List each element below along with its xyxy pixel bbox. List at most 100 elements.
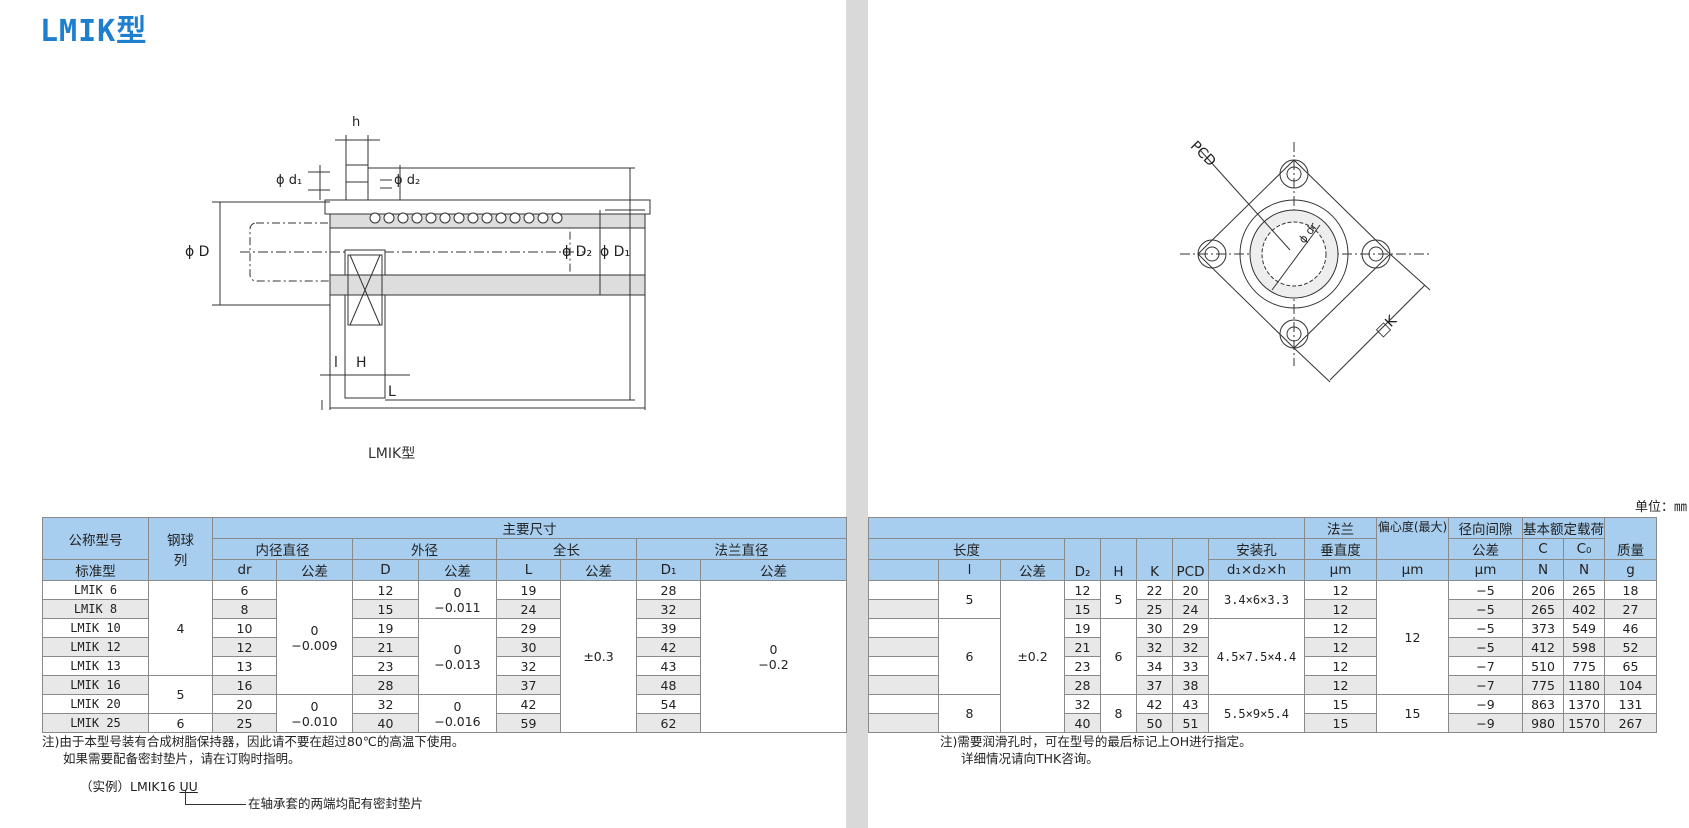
cell-C: 373: [1522, 618, 1564, 638]
cell-dr: 6: [212, 580, 277, 600]
table-row: LMIK 6 4 6 0−0.009 12 0−0.011 19 ±0.3 28…: [42, 580, 847, 733]
hdr-tol: 公差: [1448, 538, 1523, 560]
cell-L: 24: [496, 599, 561, 619]
cell-ball-rows: 4: [148, 580, 213, 676]
tol-upper: 0: [310, 698, 319, 714]
hdr-mount-hole: 安装孔: [1208, 538, 1305, 560]
cell-mount-hole: 3.4×6×3.3: [1208, 580, 1305, 619]
ball-mark: [537, 212, 549, 224]
cell-D: 28: [352, 675, 419, 695]
cell-dr: 16: [212, 675, 277, 695]
ball-mark: [467, 212, 479, 224]
note-left: 注)由于本型号装有合成树脂保持器，因此请不要在超过80℃的高温下使用。 如果需要…: [42, 733, 464, 767]
hdr-length: 长度: [868, 538, 1065, 560]
cell-D1: 54: [636, 694, 701, 714]
cell-C: 412: [1522, 637, 1564, 657]
cell-mass: 267: [1604, 713, 1657, 733]
cell-K: 37: [1136, 675, 1173, 695]
cell-model: LMIK 10: [42, 618, 149, 638]
cell-clearance: −5: [1448, 599, 1523, 619]
note-right-line-2: 详细情况请向THK咨询。: [961, 751, 1099, 766]
cell-D: 12: [352, 580, 419, 600]
cell-H: 5: [1100, 580, 1137, 619]
tol-lower: −0.009: [291, 637, 338, 653]
cell-model: LMIK 16: [42, 675, 149, 695]
cell-PCD: 24: [1172, 599, 1209, 619]
table-row: LMIK 13 13 23 32 43: [42, 656, 847, 676]
cell-perp: 12: [1304, 580, 1377, 600]
cell-C0: 1370: [1563, 694, 1605, 714]
cell-D2: 32: [1064, 694, 1101, 714]
cell-D1: 43: [636, 656, 701, 676]
cell-clearance: −5: [1448, 618, 1523, 638]
cell-C: 980: [1522, 713, 1564, 733]
figure-caption: LMIK型: [368, 446, 416, 462]
hdr-ball-text: 钢球: [167, 533, 194, 549]
tol-lower: −0.013: [434, 656, 481, 672]
cell-model: LMIK 8: [42, 599, 149, 619]
cell-H: 8: [1100, 694, 1137, 733]
table-row: 6 19 6 30 29 4.5×7.5×4.4 12 −5 373 549 4…: [868, 618, 1657, 695]
hdr-ball: 钢球列: [148, 517, 213, 581]
table-row: 28 37 38 12 −7 775 1180 104: [868, 675, 1657, 695]
cell-L: 19: [496, 580, 561, 600]
cell-l-tol: ±0.2: [1000, 580, 1065, 733]
cell-PCD: 32: [1172, 637, 1209, 657]
cell-blank: [868, 580, 939, 600]
hdr-ball-row-text: 列: [173, 553, 188, 569]
cell-K: 25: [1136, 599, 1173, 619]
cell-PCD: 43: [1172, 694, 1209, 714]
hdr-blank: [868, 559, 939, 581]
cell-D1: 48: [636, 675, 701, 695]
example-prefix: （实例）LMIK16: [80, 779, 180, 794]
cell-l: 8: [938, 694, 1001, 733]
hdr-flange-tol: 公差: [700, 559, 847, 581]
tol-lower: −0.011: [434, 599, 481, 615]
cell-blank: [868, 618, 939, 638]
cell-D1: 32: [636, 599, 701, 619]
label-K: □K: [1373, 312, 1401, 340]
cell-dr: 13: [212, 656, 277, 676]
ball-mark: [425, 212, 437, 224]
ball-mark: [397, 212, 409, 224]
cell-perp: 12: [1304, 656, 1377, 676]
cell-l: 5: [938, 580, 1001, 619]
cell-l: 6: [938, 618, 1001, 695]
cell-ball-rows: 5: [148, 675, 213, 714]
cell-perp: 12: [1304, 618, 1377, 638]
table-row: LMIK 20 20 0−0.010 32 0−0.016 42 54: [42, 694, 847, 733]
note-right-line-1: 注)需要润滑孔时，可在型号的最后标记上OH进行指定。: [940, 734, 1252, 749]
hdr-C0: C₀: [1563, 538, 1605, 560]
hdr-flange-dia: 法兰直径: [636, 538, 847, 560]
cell-C: 265: [1522, 599, 1564, 619]
side-view-drawing: h ϕ d₁ ϕ d₂ ϕ D ϕ D₂ ϕ D₁ l H L: [185, 115, 651, 410]
cell-perp: 15: [1304, 713, 1377, 733]
ball-mark: [383, 212, 395, 224]
tol-upper: 0: [453, 584, 462, 600]
cell-K: 42: [1136, 694, 1173, 714]
cell-D: 40: [352, 713, 419, 733]
hdr-ecc-unit: μm: [1376, 559, 1449, 581]
cell-mass: 18: [1604, 580, 1657, 600]
cell-inner-tol: 0−0.010: [276, 694, 353, 733]
ball-mark: [439, 212, 451, 224]
ball-mark: [523, 212, 535, 224]
cell-D1: 39: [636, 618, 701, 638]
hdr-C: C: [1522, 538, 1564, 560]
cell-model: LMIK 6: [42, 580, 149, 600]
spec-table-left: 公称型号 钢球列 主要尺寸 内径直径 外径 全长 法兰直径 标准型 dr 公差 …: [42, 517, 847, 733]
cell-C0: 598: [1563, 637, 1605, 657]
ball-mark: [509, 212, 521, 224]
cell-K: 50: [1136, 713, 1173, 733]
hdr-L: L: [496, 559, 561, 581]
tol-lower: −0.016: [434, 713, 481, 729]
hdr-l-tol: 公差: [1000, 559, 1065, 581]
table-row: 5 ±0.2 12 5 22 20 3.4×6×3.3 12 12 −5 206…: [868, 580, 1657, 733]
cell-clearance: −7: [1448, 675, 1523, 695]
hdr-mass: 质量: [1604, 517, 1657, 560]
table-row: LMIK 10 10 19 0−0.013 29 39: [42, 618, 847, 695]
cell-L: 30: [496, 637, 561, 657]
cell-C: 206: [1522, 580, 1564, 600]
hdr-D: D: [352, 559, 419, 581]
hdr-D1: D₁: [636, 559, 701, 581]
